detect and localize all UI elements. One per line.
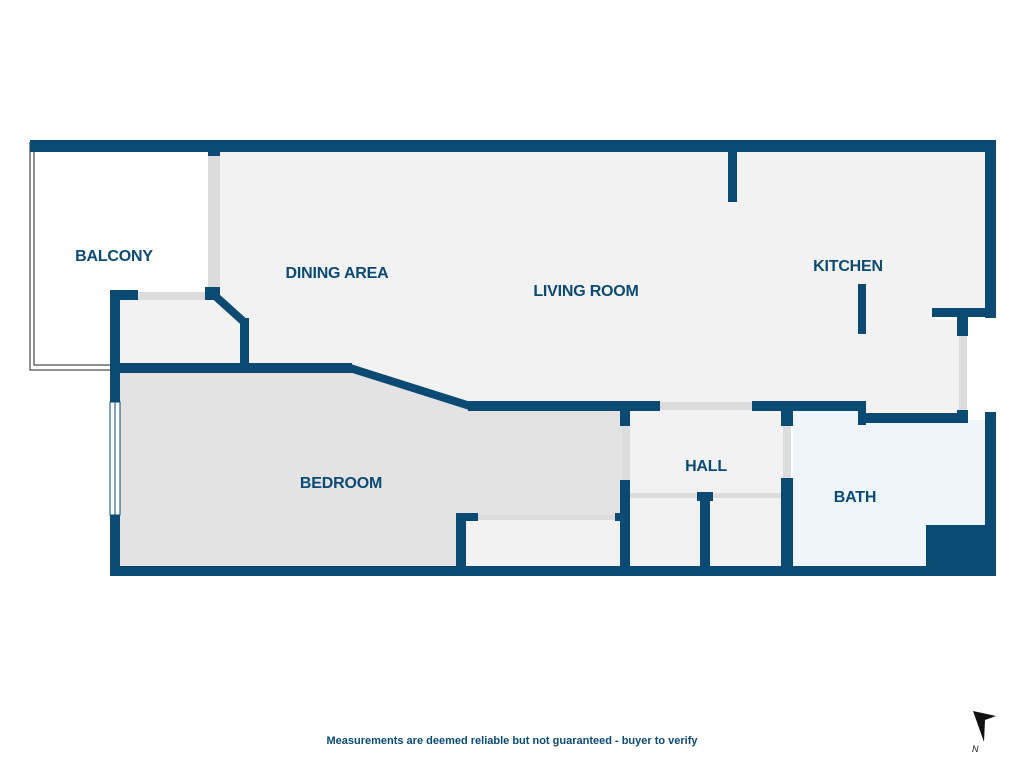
room-label-balcony: BALCONY (75, 248, 153, 265)
room-label-dining-area: DINING AREA (286, 265, 390, 282)
walls (30, 140, 996, 576)
hall-floor (628, 408, 787, 568)
openings (138, 156, 967, 520)
room-label-kitchen: KITCHEN (813, 258, 883, 275)
closet-floor (118, 296, 240, 365)
bedroom-floor (118, 372, 625, 568)
disclaimer-text: Measurements are deemed reliable but not… (326, 735, 698, 747)
bedroom-window (109, 401, 121, 516)
living-floor (215, 150, 990, 412)
bedroom-closet-floor (466, 518, 625, 566)
angled-walls (210, 291, 472, 410)
room-label-bath: BATH (834, 489, 876, 506)
north-arrow-icon (973, 711, 996, 742)
room-label-living-room: LIVING ROOM (533, 283, 638, 300)
balcony-outline (29, 142, 112, 371)
room-label-hall: HALL (685, 458, 727, 475)
north-letter: N (972, 744, 979, 754)
room-label-bedroom: BEDROOM (300, 475, 382, 492)
